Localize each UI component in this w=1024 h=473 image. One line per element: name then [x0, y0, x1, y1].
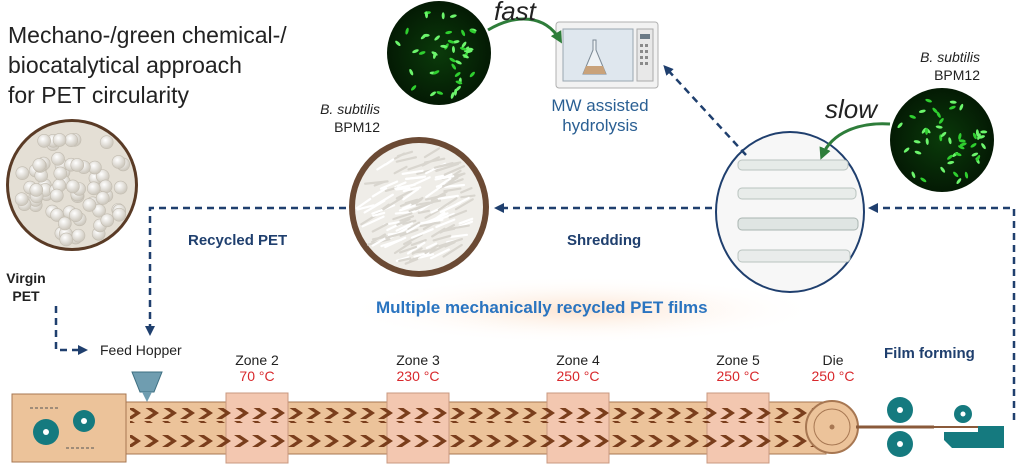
- mw-line-2: hydrolysis: [562, 116, 638, 135]
- mw-hydrolysis-label: MW assisted hydrolysis: [540, 96, 660, 136]
- zone-4-label: Zone 4 250 °C: [533, 352, 623, 384]
- bsubtilis-label-right: B. subtilis BPM12: [900, 48, 980, 84]
- zone-name: Zone 2: [235, 352, 279, 368]
- bsub-left-strain: BPM12: [334, 119, 380, 135]
- recycled-pet-shreds-image: [349, 137, 489, 277]
- highlight-glow: [342, 276, 822, 344]
- slow-label: slow: [825, 94, 878, 124]
- zone-temp: 250 °C: [811, 368, 855, 384]
- zone-name: Zone 3: [396, 352, 440, 368]
- zone-name: Zone 5: [716, 352, 760, 368]
- bsubtilis-micrograph-left-image: [387, 1, 491, 105]
- zone-temp: 250 °C: [556, 368, 600, 384]
- fast-label: fast: [494, 0, 536, 26]
- zone-5-label: Zone 5 250 °C: [693, 352, 783, 384]
- recycled-to-hopper-arrow: [145, 206, 346, 336]
- shredding-label: Shredding: [567, 232, 642, 249]
- pet-films-image: [715, 131, 865, 293]
- zone-temp: 250 °C: [716, 368, 760, 384]
- zone-temp: 230 °C: [396, 368, 440, 384]
- title-line-1: Mechano-/green chemical-/: [8, 22, 287, 48]
- bsubtilis-micrograph-right-image: [890, 88, 994, 192]
- zone-name: Zone 4: [556, 352, 600, 368]
- zone-3-label: Zone 3 230 °C: [373, 352, 463, 384]
- diagram-title: Mechano-/green chemical-/ biocatalytical…: [8, 20, 348, 110]
- slow-arrow: [819, 122, 891, 160]
- recycled-pet-label: Recycled PET: [188, 232, 288, 249]
- zone-temp: 70 °C: [239, 368, 275, 384]
- fast-arrow: [487, 17, 563, 44]
- virgin-line-1: Virgin: [6, 270, 46, 286]
- extruder: [11, 392, 1004, 464]
- microwave-icon: [555, 21, 659, 89]
- bsubtilis-label-left: B. subtilis BPM12: [318, 100, 380, 136]
- film-forming-label: Film forming: [884, 345, 975, 362]
- die-label: Die 250 °C: [788, 352, 878, 384]
- title-line-2: biocatalytical approach: [8, 52, 242, 78]
- bsub-left-name: B. subtilis: [320, 101, 380, 117]
- feed-hopper-icon: [131, 371, 163, 393]
- virgin-pet-pellets-image: [6, 119, 138, 251]
- films-to-microwave-arrow: [663, 65, 747, 156]
- title-line-3: for PET circularity: [8, 82, 190, 108]
- film-return-arrow: [868, 203, 1016, 420]
- zone-name: Die: [822, 352, 844, 368]
- multiple-films-label: Multiple mechanically recycled PET films: [376, 298, 708, 317]
- zone-2-label: Zone 2 70 °C: [212, 352, 302, 384]
- bsub-right-strain: BPM12: [934, 67, 980, 83]
- virgin-to-hopper-arrow: [54, 306, 88, 355]
- bsub-right-name: B. subtilis: [920, 49, 980, 65]
- virgin-line-2: PET: [12, 288, 40, 304]
- feed-hopper-label: Feed Hopper: [100, 342, 182, 358]
- virgin-pet-label: Virgin PET: [4, 269, 48, 305]
- mw-line-1: MW assisted: [551, 96, 649, 115]
